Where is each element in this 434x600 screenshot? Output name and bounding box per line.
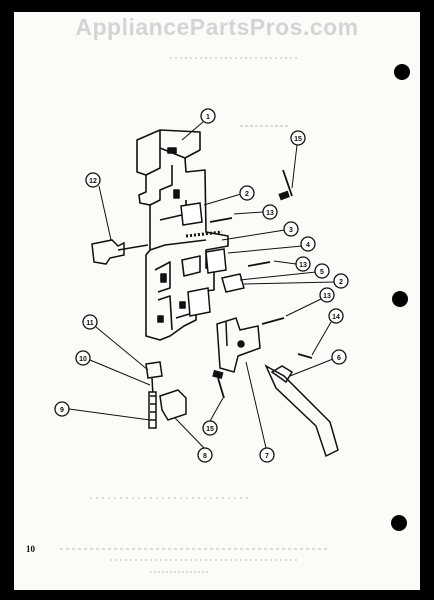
diagram-page <box>14 12 420 590</box>
callout-8: 8 <box>197 447 213 463</box>
svg-text:13: 13 <box>266 210 274 217</box>
svg-text:15: 15 <box>206 426 214 433</box>
svg-text:4: 4 <box>306 242 310 249</box>
callout-10: 10 <box>75 350 91 366</box>
housing-assembly <box>136 129 229 341</box>
callout-3: 3 <box>283 221 299 237</box>
binder-hole-middle <box>392 291 408 307</box>
svg-text:11: 11 <box>86 320 94 327</box>
svg-text:5: 5 <box>320 269 324 276</box>
binder-hole-top <box>394 64 410 80</box>
leader-lines <box>68 121 336 450</box>
switch-parts <box>180 202 245 317</box>
svg-text:2: 2 <box>245 191 249 198</box>
callout-12: 12 <box>85 172 101 188</box>
callout-1: 1 <box>200 108 216 124</box>
screws <box>209 169 313 399</box>
svg-text:13: 13 <box>299 262 307 269</box>
svg-text:6: 6 <box>337 355 341 362</box>
svg-text:8: 8 <box>203 453 207 460</box>
svg-text:7: 7 <box>265 453 269 460</box>
page-number: 10 <box>26 544 35 554</box>
svg-text:1: 1 <box>206 114 210 121</box>
callout-7: 7 <box>259 447 275 463</box>
svg-text:14: 14 <box>332 314 340 321</box>
svg-text:13: 13 <box>323 293 331 300</box>
callout-5: 5 <box>314 263 330 279</box>
callouts: 1 2 2 3 4 5 6 7 8 9 10 11 12 13 13 13 14… <box>54 108 349 463</box>
callout-13: 13 <box>319 287 335 303</box>
binder-hole-bottom <box>391 515 407 531</box>
callout-15: 15 <box>290 130 306 146</box>
callout-14: 14 <box>328 308 344 324</box>
callout-11: 11 <box>82 314 98 330</box>
cam-lever <box>91 239 149 265</box>
callout-2: 2 <box>239 185 255 201</box>
svg-text:3: 3 <box>289 227 293 234</box>
bracket-part <box>216 317 261 373</box>
callout-6: 6 <box>331 349 347 365</box>
svg-text:2: 2 <box>339 279 343 286</box>
svg-text:9: 9 <box>60 407 64 414</box>
watermark: AppliancePartsPros.com <box>75 14 359 40</box>
actuator-arm <box>264 364 339 458</box>
callout-13: 13 <box>295 256 311 272</box>
svg-text:15: 15 <box>294 136 302 143</box>
terminal-parts <box>145 361 187 429</box>
callout-15: 15 <box>202 420 218 436</box>
svg-text:12: 12 <box>89 178 97 185</box>
svg-text:10: 10 <box>79 356 87 363</box>
scan-noise <box>60 57 330 573</box>
callout-2: 2 <box>333 273 349 289</box>
callout-9: 9 <box>54 401 70 417</box>
callout-4: 4 <box>300 236 316 252</box>
callout-13: 13 <box>262 204 278 220</box>
